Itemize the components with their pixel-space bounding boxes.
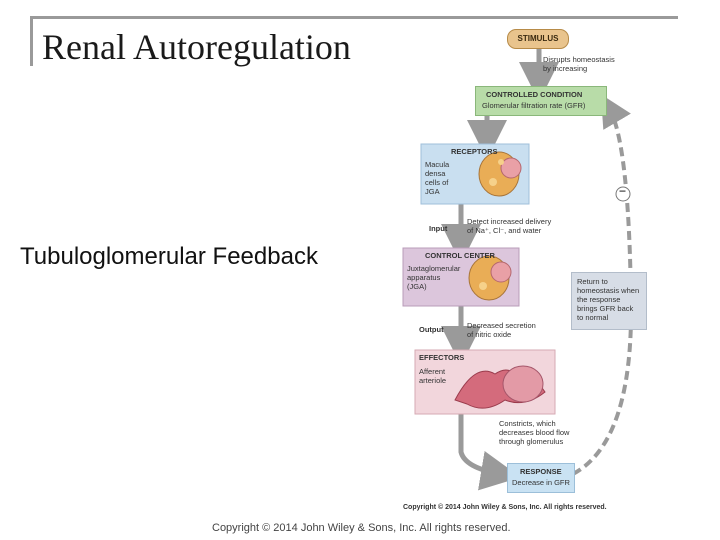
return-line-1: Return to [577,277,608,286]
stimulus-note-line-1: Disrupts homeostasis [543,55,615,64]
effectors-heading: EFFECTORS [419,353,465,362]
receptors-label-line-3: cells of [425,178,449,187]
controlled-condition-box: CONTROLLED CONDITION Glomerular filtrati… [475,86,607,116]
stimulus-note-line-2: by increasing [543,64,588,73]
figure-copyright: Copyright © 2014 John Wiley & Sons, Inc.… [403,504,607,511]
return-line-3: the response [577,295,621,304]
receptors-label-line-2: densa [425,169,446,178]
effectors-label-line-2: arteriole [419,376,447,385]
controlled-condition-heading: CONTROLLED CONDITION [486,90,583,99]
effectors-note-line-1: Constricts, which [499,419,556,428]
slide-title: Renal Autoregulation [42,27,351,67]
negative-feedback-sign: − [619,184,627,198]
control-center-heading: CONTROL CENTER [425,251,495,260]
controlled-condition-value: Glomerular filtration rate (GFR) [482,101,586,110]
return-line-5: to normal [577,313,609,322]
receptors-label-line-4: JGA [425,187,440,196]
title-frame-left-border [30,16,33,66]
control-center-label-line-2: apparatus [407,273,441,282]
effectors-note-line-3: through glomerulus [499,437,564,446]
input-label: Input [429,224,448,233]
output-label: Output [419,325,444,334]
effectors-label-line-1: Afferent [419,367,446,376]
effectors-note-line-2: decreases blood flow [499,428,570,437]
stimulus-pill: STIMULUS [507,29,569,49]
control-center-label-line-1: Juxtaglomerular [407,264,461,273]
slide-footer-copyright: Copyright © 2014 John Wiley & Sons, Inc.… [212,522,511,534]
return-line-2: homeostasis when [577,286,640,295]
slide-subtitle: Tubuloglomerular Feedback [20,243,318,270]
negative-feedback-circle [615,186,631,202]
response-value: Decrease in GFR [512,478,570,487]
receptors-label-line-1: Macula [425,160,450,169]
input-note-line-2: of Na⁺, Cl⁻, and water [467,226,542,235]
diagram-graphics [402,48,634,491]
response-box: RESPONSE Decrease in GFR [507,463,575,493]
return-to-homeostasis-box: Return to homeostasis when the response … [571,272,647,330]
title-frame-top-border [30,16,678,19]
control-center-label-line-3: (JGA) [407,282,427,291]
input-note-line-1: Detect increased delivery [467,217,552,226]
output-note-line-1: Decreased secretion [467,321,536,330]
response-heading: RESPONSE [520,467,562,476]
receptors-heading: RECEPTORS [451,147,498,156]
feedback-diagram: STIMULUS Disrupts homeostasis by increas… [395,22,655,520]
output-note-line-2: of nitric oxide [467,330,512,339]
return-line-4: brings GFR back [577,304,634,313]
arrow-effectors-to-response [458,414,521,491]
